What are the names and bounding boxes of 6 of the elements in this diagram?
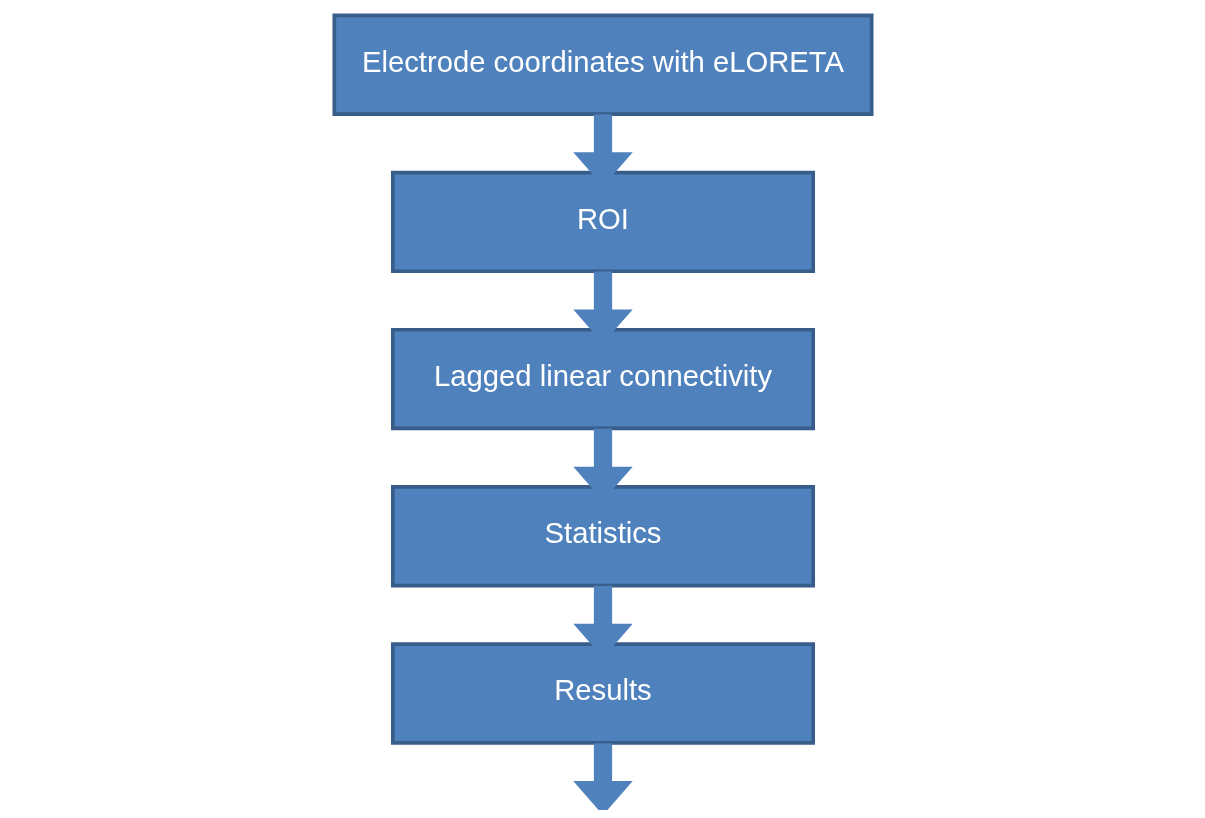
- node-box: Statistics: [390, 485, 815, 588]
- node-box: Lagged linear connectivity: [390, 327, 815, 431]
- node-box: ROI: [390, 170, 815, 274]
- node-box: Electrode coordinates with eLORETA: [332, 13, 874, 116]
- arrow: [572, 743, 633, 810]
- node-box: Results: [390, 642, 815, 745]
